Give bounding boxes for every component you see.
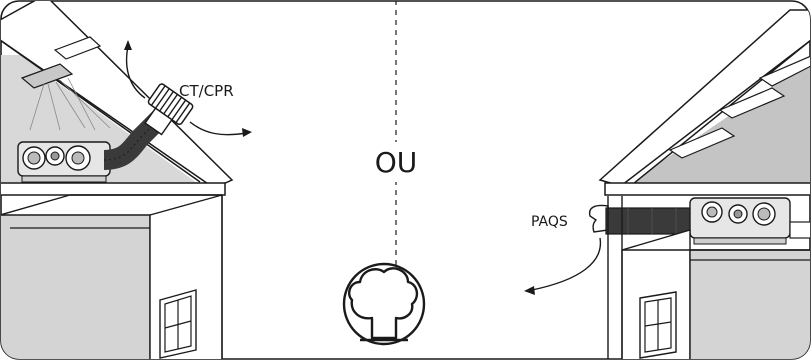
right-callout-label: PAQS — [531, 214, 568, 230]
right-window — [639, 291, 677, 359]
left-window — [159, 289, 197, 359]
tree-in-circle-icon — [342, 262, 426, 346]
right-wall-shade — [689, 249, 810, 359]
right-wall-terminal — [588, 204, 609, 233]
left-roof-terminal — [144, 83, 194, 136]
left-airflow-right-arrow — [189, 121, 247, 136]
left-wall-shade — [1, 214, 151, 359]
right-attic-floor — [604, 182, 810, 196]
left-airflow-up-arrow — [125, 45, 146, 99]
right-vmc-unit — [689, 197, 791, 245]
right-airflow-arrow — [531, 237, 602, 291]
right-house-section: PAQS — [524, 9, 810, 359]
left-house-section: CT/CPR — [1, 1, 252, 359]
separator-text: OU — [375, 146, 418, 179]
left-callout-label: CT/CPR — [179, 82, 234, 100]
left-vmc-unit — [17, 141, 111, 183]
left-attic-floor — [1, 182, 226, 196]
